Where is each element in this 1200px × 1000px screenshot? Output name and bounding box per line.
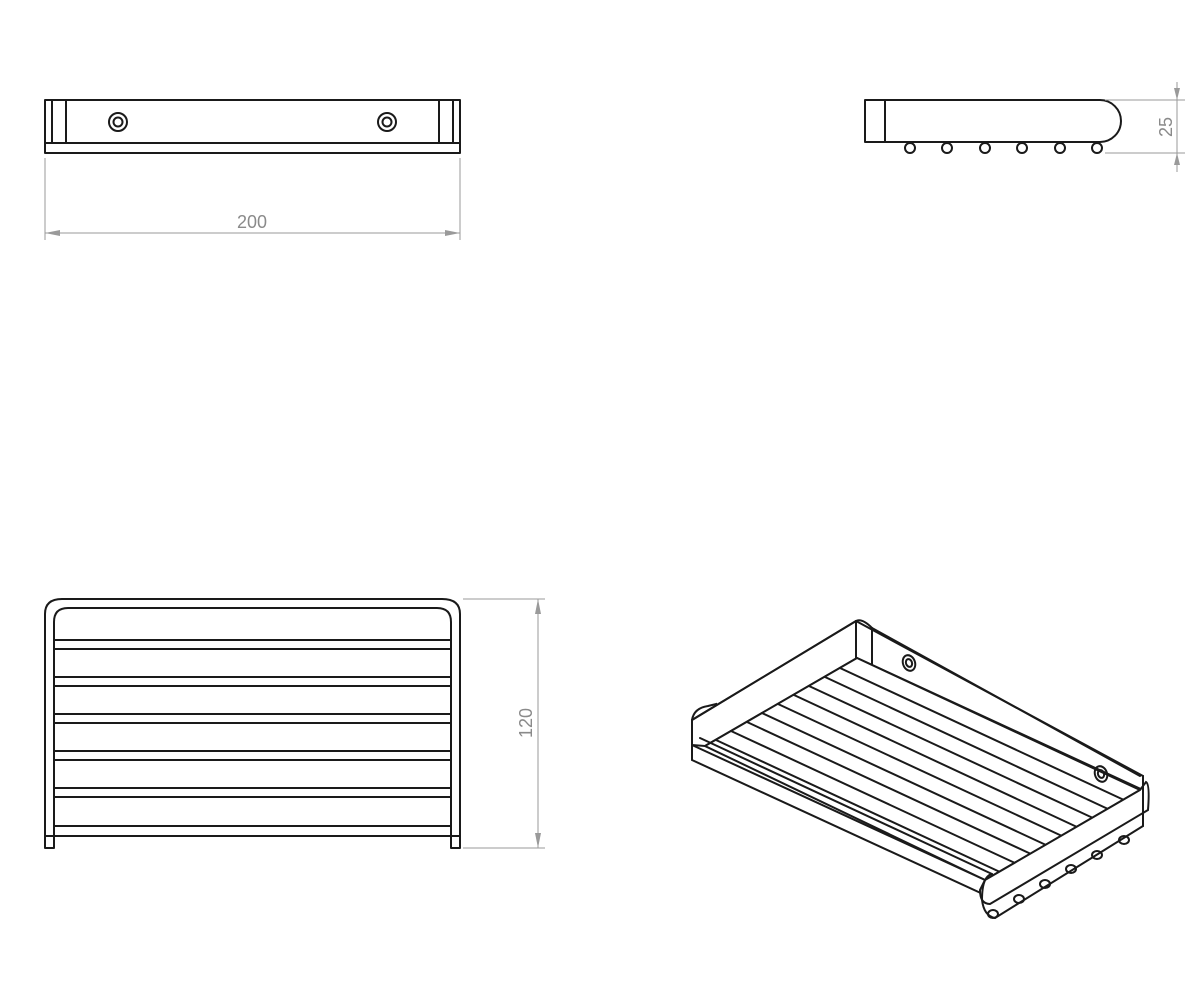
front-base xyxy=(44,142,461,154)
screw-hole-right xyxy=(377,112,397,132)
slat xyxy=(53,713,452,724)
iso-back-wall-edge xyxy=(871,627,1141,777)
front-view xyxy=(44,99,461,154)
top-slats xyxy=(53,639,452,837)
slat xyxy=(746,721,1032,855)
slat xyxy=(777,703,1063,837)
slat xyxy=(730,730,1016,864)
height-dimension: 25 xyxy=(1105,82,1185,172)
iso-front-rail-edge xyxy=(699,737,993,875)
foot xyxy=(904,142,916,154)
screw-hole-left xyxy=(108,112,128,132)
foot xyxy=(1091,142,1103,154)
top-left-foot xyxy=(44,835,55,849)
slat xyxy=(839,667,1125,801)
slat xyxy=(53,787,452,798)
depth-dimension-label: 120 xyxy=(516,708,536,738)
top-view xyxy=(44,598,461,849)
iso-right-end-curve xyxy=(981,873,996,919)
iso-screw-hole-left xyxy=(901,654,917,672)
iso-right-end-bottom xyxy=(994,825,1144,919)
side-body xyxy=(864,99,1122,143)
slat xyxy=(808,685,1094,819)
slat xyxy=(761,712,1047,846)
top-inner-frame xyxy=(53,607,452,841)
side-view xyxy=(864,99,1122,154)
depth-dimension: 120 xyxy=(463,598,545,849)
foot xyxy=(1016,142,1028,154)
slat xyxy=(53,676,452,687)
width-dimension-label: 200 xyxy=(237,212,267,232)
iso-feet xyxy=(987,835,1130,919)
iso-right-end xyxy=(978,780,1150,906)
top-outer-frame xyxy=(44,598,461,841)
width-dimension: 200 xyxy=(44,158,461,240)
iso-back-corner-cap xyxy=(855,619,873,629)
slat xyxy=(824,676,1109,810)
top-right-foot xyxy=(450,835,461,849)
slat xyxy=(53,750,452,761)
slat xyxy=(715,739,1001,873)
foot xyxy=(1065,864,1077,874)
foot xyxy=(979,142,991,154)
iso-slats xyxy=(715,667,1125,873)
slat xyxy=(53,825,452,837)
foot xyxy=(941,142,953,154)
height-dimension-label: 25 xyxy=(1156,117,1176,137)
isometric-view xyxy=(691,619,1150,919)
iso-back-wall-edge xyxy=(691,620,857,721)
slat xyxy=(53,639,452,650)
iso-screw-hole-right xyxy=(1093,765,1109,783)
front-body xyxy=(44,99,461,144)
foot xyxy=(1054,142,1066,154)
side-feet xyxy=(904,142,1103,154)
slat xyxy=(793,694,1078,828)
